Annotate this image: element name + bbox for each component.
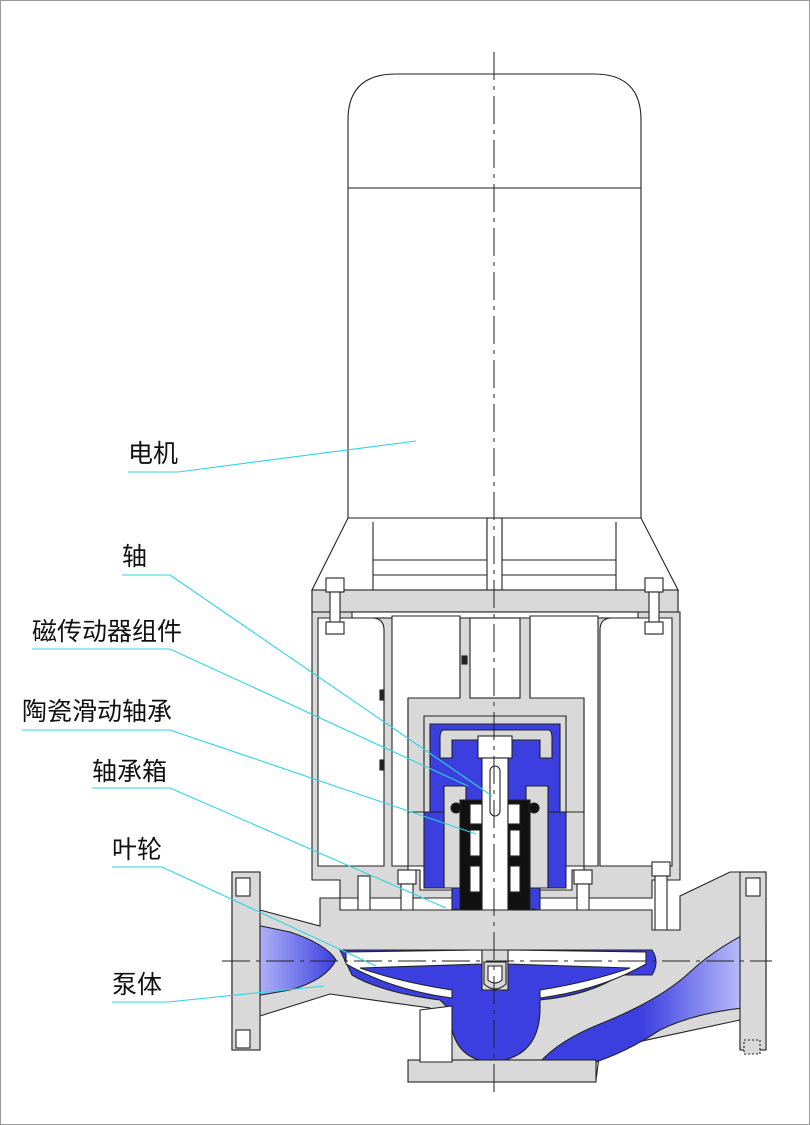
part-labels: 电机 轴 磁传动器组件 陶瓷滑动轴承 轴承箱 叶轮 泵体 [22, 439, 182, 999]
motor-stand [311, 517, 679, 591]
label-shaft: 轴 [122, 542, 147, 571]
leader-magnetic-drive [32, 648, 469, 787]
label-magnetic-drive: 磁传动器组件 [32, 617, 182, 646]
label-ceramic-bearing: 陶瓷滑动轴承 [22, 697, 172, 726]
leader-ceramic-bearing [22, 729, 477, 835]
pump-body [231, 871, 767, 1083]
impeller [345, 949, 483, 999]
volute-chamber [339, 949, 657, 1063]
leader-bearing-box [92, 787, 447, 909]
leader-shaft [122, 574, 493, 797]
leader-pump-body [112, 985, 325, 1003]
label-impeller: 叶轮 [112, 835, 162, 864]
outlet-channel [538, 923, 767, 1063]
leader-lines [22, 440, 493, 1003]
label-pump-body: 泵体 [112, 970, 162, 999]
label-bearing-box: 轴承箱 [92, 757, 167, 786]
label-motor: 电机 [128, 439, 178, 468]
leader-impeller [112, 866, 377, 967]
leader-motor [128, 440, 417, 473]
